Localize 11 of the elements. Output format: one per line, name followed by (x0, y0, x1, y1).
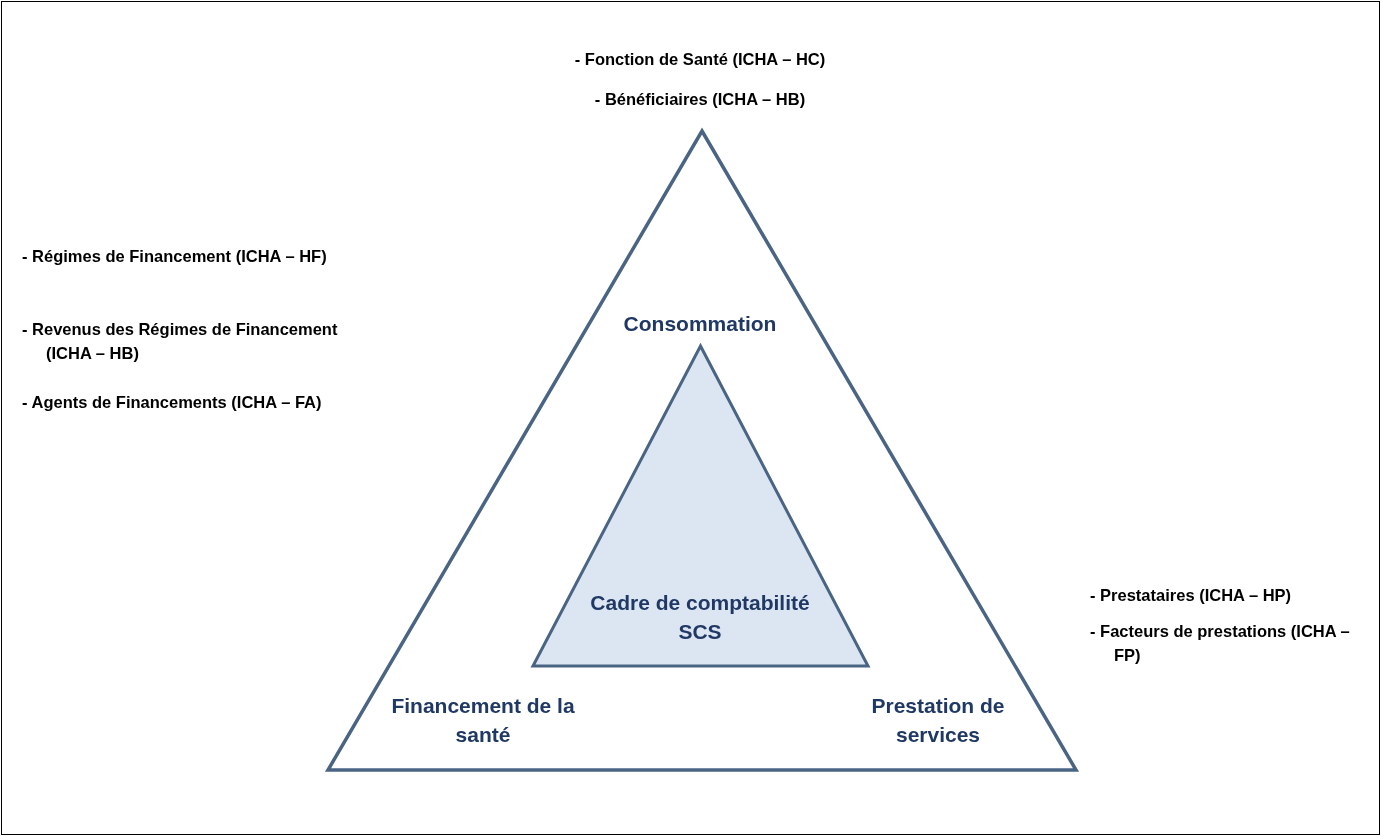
bullet-item: - Agents de Financements (ICHA – FA) (22, 392, 323, 413)
bullet-item: - Régimes de Financement (ICHA – HF) (22, 246, 328, 267)
bullet-item: - Revenus des Régimes de Financement (ICHA – HB) (22, 319, 339, 364)
bullet-item: - Fonction de Santé (ICHA – HC) (573, 49, 827, 70)
triangle-label: Prestation de services (870, 693, 1006, 749)
triangle-label: Consommation (622, 311, 778, 337)
bullet-item: - Prestataires (ICHA – HP) (1090, 585, 1293, 606)
triangle-label: Cadre de comptabilité SCS (590, 590, 810, 646)
triangle-label: Financement de la santé (390, 693, 576, 749)
bullet-item: - Facteurs de prestations (ICHA – FP) (1090, 621, 1351, 666)
bullet-item: - Bénéficiaires (ICHA – HB) (593, 89, 807, 110)
